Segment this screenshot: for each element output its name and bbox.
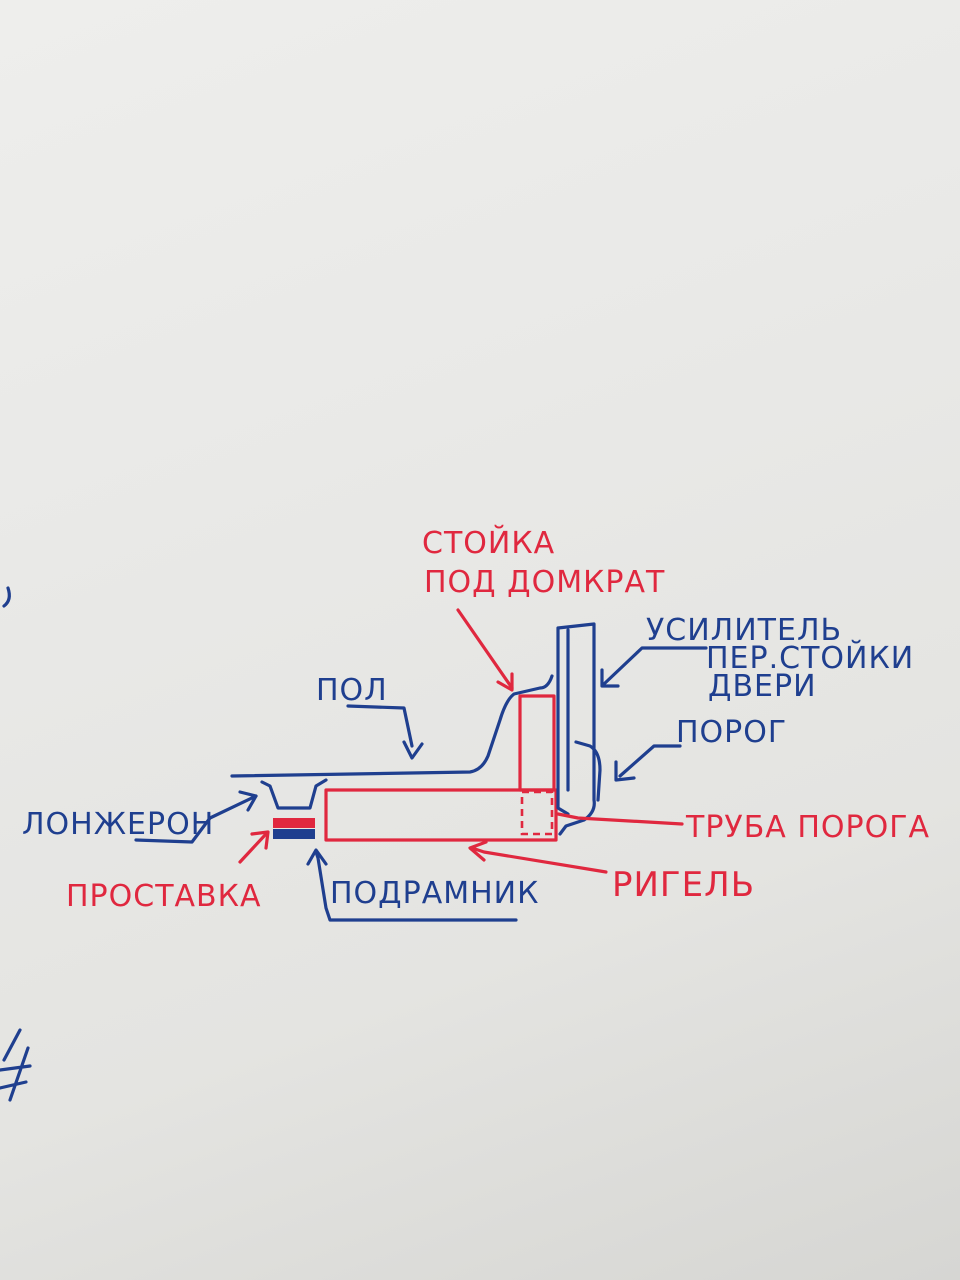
lonzheron-arrowhead [238, 790, 258, 812]
usilitel-arrowhead [600, 668, 620, 688]
label-lonzheron: ЛОНЖЕРОН [22, 807, 214, 842]
stoyka-arrowhead [496, 672, 514, 692]
sill-curve [574, 740, 602, 802]
pol-leader [346, 704, 414, 748]
podramnik-leader [314, 850, 518, 922]
lonzheron-leader [134, 794, 258, 844]
label-pod-domkrat: ПОД ДОМКРАТ [424, 565, 665, 600]
rigel-leader [470, 846, 608, 874]
longeron-profile [260, 778, 328, 810]
label-podramnik: ПОДРАМНИК [330, 876, 539, 911]
label-truba-poroga: ТРУБА ПОРОГА [685, 810, 930, 845]
label-pol: ПОЛ [316, 673, 388, 708]
jack-stand [518, 694, 556, 792]
floor-line [230, 674, 554, 778]
stoyka-leader [456, 608, 514, 690]
spacer-block [273, 818, 315, 828]
pol-arrowhead [402, 740, 424, 760]
prostavka-arrowhead [250, 830, 270, 850]
label-stoyka: СТОЙКА [422, 525, 555, 561]
crossmember [324, 788, 558, 842]
usilitel-leader [602, 646, 708, 686]
truba-leader [556, 812, 684, 826]
porog-leader [618, 744, 682, 778]
pillar-reinforcement [556, 622, 596, 836]
label-dveri: ДВЕРИ [708, 669, 817, 704]
edge-scribble-bottom [0, 1028, 32, 1102]
prostavka-leader [238, 832, 268, 864]
podramnik-arrowhead [306, 848, 328, 866]
edge-scribble-top [2, 586, 11, 608]
sill-tube [520, 790, 554, 836]
subframe-block [273, 829, 315, 839]
label-rigel: РИГЕЛЬ [612, 865, 755, 905]
label-prostavka: ПРОСТАВКА [66, 879, 261, 914]
rigel-arrowhead [468, 840, 488, 862]
label-porog: ПОРОГ [676, 715, 787, 750]
label-usilitel: УСИЛИТЕЛЬ [646, 613, 842, 648]
label-per-stoyki: ПЕР.СТОЙКИ [706, 640, 914, 676]
porog-arrowhead [614, 760, 636, 782]
